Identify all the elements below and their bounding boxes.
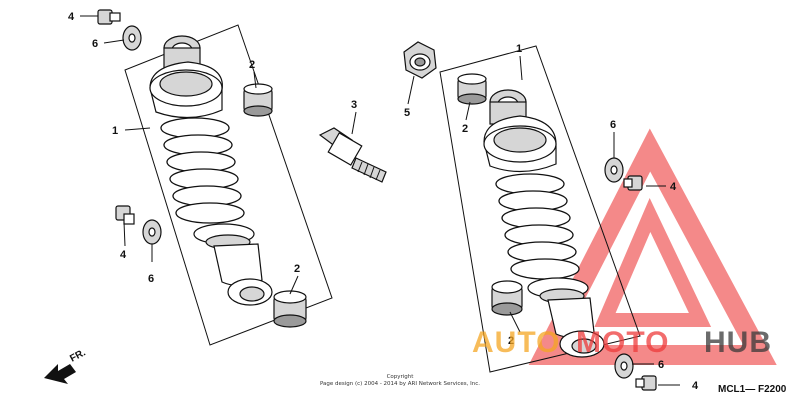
callout-right-bolt-bottom: 4 — [692, 380, 699, 392]
stud-bolt — [318, 127, 387, 183]
direction-label: FR. — [68, 347, 88, 364]
front-direction-arrow-icon: FR. — [44, 347, 88, 384]
callout-left-shock: 1 — [112, 125, 118, 137]
left-bushing-top — [243, 83, 273, 117]
left-bolt-top — [97, 9, 121, 25]
callout-right-bolt-mid: 4 — [670, 181, 677, 193]
right-bushing-top — [457, 73, 487, 105]
diagram-code: MCL1— F2200 — [718, 384, 787, 395]
svg-text:HUB: HUB — [704, 326, 772, 359]
svg-text:MOTO: MOTO — [576, 326, 669, 359]
right-bolt-bottom — [635, 375, 657, 391]
left-shock-group — [124, 24, 333, 346]
callout-right-bushing-top: 2 — [462, 123, 468, 135]
right-washer-bottom — [614, 353, 634, 379]
flange-nut — [403, 41, 437, 79]
callout-left-washer-mid: 6 — [148, 273, 154, 285]
callout-right-washer-mid: 6 — [610, 119, 616, 131]
right-washer-mid — [604, 157, 624, 183]
callout-right-bushing-bottom: 2 — [508, 335, 514, 347]
callout-left-bolt-mid: 4 — [120, 249, 127, 261]
svg-text:AUTO: AUTO — [472, 326, 560, 359]
callout-left-bolt-top: 4 — [68, 11, 75, 23]
left-bushing-bottom — [273, 290, 307, 328]
callout-right-shock: 1 — [516, 43, 522, 55]
watermark-triangle-logo — [528, 128, 777, 365]
left-washer-top — [122, 25, 142, 51]
watermark-logo-text: AUTO MOTO HUB — [472, 326, 772, 359]
right-shock-group — [439, 45, 641, 373]
left-group-outline — [124, 24, 333, 346]
right-bushing-bottom — [491, 280, 523, 316]
leader-lines — [80, 15, 680, 386]
right-group-outline — [439, 45, 641, 373]
right-spring — [495, 173, 580, 280]
copyright-line2: Page design (c) 2004 - 2014 by ARI Netwo… — [320, 381, 480, 387]
left-bolt-mid — [115, 205, 135, 225]
right-bolt-mid — [623, 175, 643, 191]
copyright-line1: Copyright — [387, 374, 415, 380]
callout-stud: 3 — [351, 99, 357, 111]
callout-left-bushing-bottom: 2 — [294, 263, 300, 275]
callout-left-bushing-top: 2 — [249, 59, 255, 71]
callout-nut: 5 — [404, 107, 410, 119]
left-spring — [160, 117, 245, 224]
callout-left-washer-top: 6 — [92, 38, 98, 50]
callout-right-washer-bottom: 6 — [658, 359, 664, 371]
left-washer-mid — [142, 219, 162, 245]
